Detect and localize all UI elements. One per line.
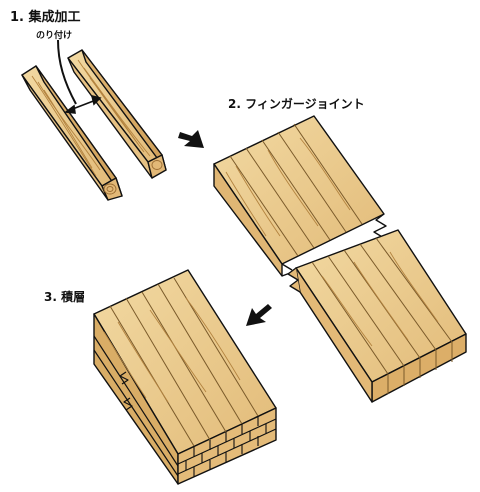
step2-panel-lower	[287, 229, 467, 403]
glue-label: のり付け	[36, 31, 73, 41]
step3-block	[93, 269, 277, 485]
step3-title: 3. 積層	[44, 290, 86, 304]
step2-panel-upper	[213, 115, 387, 277]
double-arrow-icon	[63, 94, 102, 114]
step1-stick-left	[21, 65, 123, 201]
arrow-right-icon	[178, 130, 204, 148]
step1-stick-right	[67, 49, 167, 179]
arrow-left-icon	[246, 304, 272, 326]
step1-title: 1. 集成加工	[10, 10, 81, 25]
glue-pointer-line	[57, 39, 77, 105]
step2-title: 2. フィンガージョイント	[228, 97, 365, 111]
